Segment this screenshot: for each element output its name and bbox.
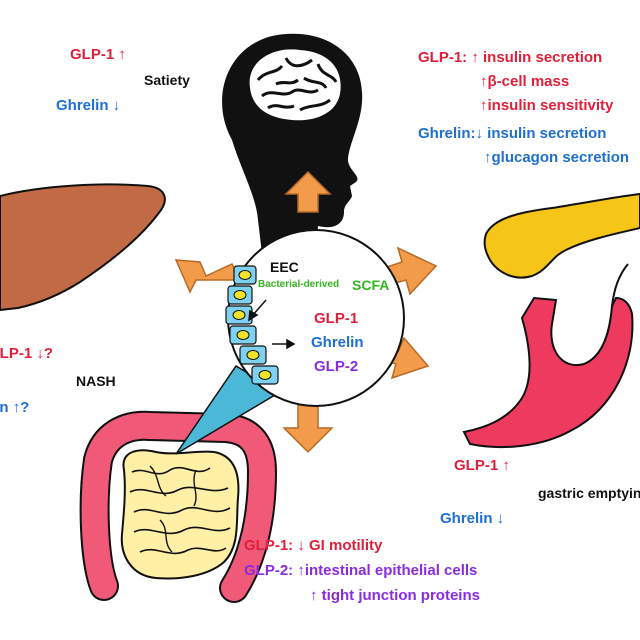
arrow-up xyxy=(284,170,332,213)
large-intestine-icon xyxy=(79,410,278,603)
center-glp1-label: GLP-1 xyxy=(314,310,359,327)
pancreas-line-4: Ghrelin:↓ insulin secretion xyxy=(418,125,607,142)
stomach-icon xyxy=(462,263,634,448)
liver-ghrelin-label: Ghrelin ↑? xyxy=(0,399,30,416)
arrow-upper-left xyxy=(174,259,242,294)
center-ghrelin-label: Ghrelin xyxy=(311,334,364,351)
stomach-ghrelin-label: Ghrelin ↓ xyxy=(440,510,505,527)
satiety-label: Satiety xyxy=(144,72,190,88)
liver-icon xyxy=(0,183,166,312)
pancreas-line-2: ↑β-cell mass xyxy=(480,73,570,90)
center-glp2-label: GLP-2 xyxy=(314,358,359,375)
pancreas-icon xyxy=(483,192,640,279)
secretion-arrow xyxy=(272,338,296,350)
liver-glp1-label: GLP-1 ↓? xyxy=(0,345,54,362)
head-brain-icon xyxy=(222,33,363,255)
brain-ghrelin-label: Ghrelin ↓ xyxy=(56,97,121,114)
intestine-line-2: GLP-2: ↑intestinal epithelial cells xyxy=(244,562,478,579)
bacterial-derived-label: Bacterial-derived xyxy=(258,279,340,290)
intestine-line-3: ↑ tight junction proteins xyxy=(310,587,480,604)
epithelial-cells xyxy=(225,265,279,385)
stomach-glp1-label: GLP-1 ↑ xyxy=(454,457,510,474)
intestine-line-1: GLP-1: ↓ GI motility xyxy=(244,537,383,554)
nash-label: NASH xyxy=(76,373,116,389)
eec-pointer-arrow xyxy=(248,299,267,322)
pancreas-line-1: GLP-1: ↑ insulin secretion xyxy=(418,49,603,66)
gastric-emptying-label: gastric emptying xyxy=(538,485,640,501)
arrow-down xyxy=(282,403,334,454)
brain-glp1-label: GLP-1 ↑ xyxy=(70,46,126,63)
eec-label: EEC xyxy=(270,259,299,275)
scfa-label: SCFA xyxy=(352,277,390,293)
pancreas-line-3: ↑insulin sensitivity xyxy=(480,97,614,114)
pancreas-line-5: ↑glucagon secretion xyxy=(484,149,630,166)
small-intestine-icon xyxy=(120,449,240,580)
